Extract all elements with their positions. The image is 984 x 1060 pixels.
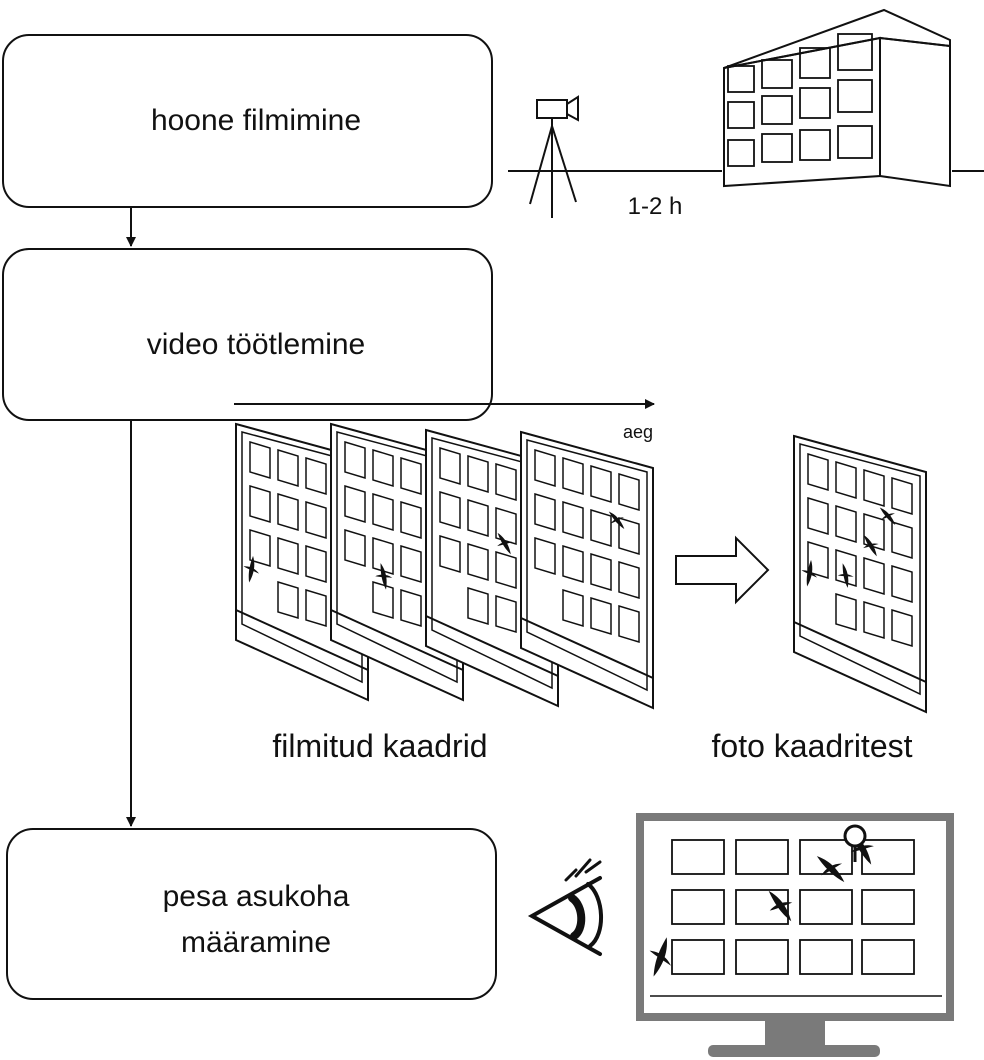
step-3-label-line1: pesa asukoha — [163, 880, 350, 913]
eye-icon — [527, 858, 604, 956]
time-axis: aeg — [234, 399, 655, 442]
right-arrow-icon — [675, 535, 770, 605]
step-3-label-line2: määramine — [181, 926, 331, 959]
photo-from-frames-label: foto kaadritest — [712, 728, 913, 764]
step-box-2: video töötlemine — [2, 248, 493, 421]
camera-tripod-icon — [529, 95, 579, 218]
filming-scene: 1-2 h — [508, 8, 984, 220]
step-1-label: hoone filmimine — [151, 104, 361, 137]
location-pin-icon — [843, 824, 867, 862]
step-box-3: pesa asukoha määramine — [6, 828, 497, 1000]
step-2-label: video töötlemine — [147, 328, 365, 361]
step-box-1: hoone filmimine — [2, 34, 493, 208]
filmed-frames — [235, 423, 654, 709]
composite-photo-frame — [793, 435, 927, 713]
building-icon — [723, 8, 951, 188]
time-axis-label: aeg — [623, 422, 653, 442]
filmed-frames-label: filmitud kaadrid — [272, 728, 487, 764]
duration-label: 1-2 h — [628, 193, 683, 220]
monitor-icon — [636, 813, 954, 1057]
